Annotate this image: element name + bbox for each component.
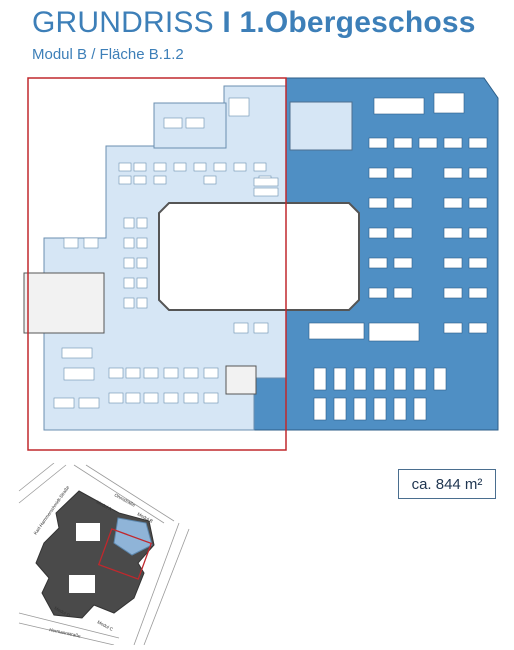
core-middle [225, 365, 257, 395]
module-label-c: Modul C [97, 619, 115, 632]
page-subtitle: Modul B / Fläche B.1.2 [32, 46, 184, 63]
inner-courtyard [158, 202, 360, 311]
site-courtyard-top [76, 523, 100, 541]
title-separator: I [222, 6, 231, 39]
site-courtyard-bottom [69, 575, 95, 593]
site-plan: Ohmstraße Karl-Hammerschmidt-Straße Herm… [18, 463, 190, 645]
area-size-box: ca. 844 m² [398, 469, 496, 499]
desk-pattern-light [53, 97, 279, 409]
core-top-dark [289, 101, 353, 151]
title-part2: 1.Obergeschoss [230, 6, 476, 39]
site-highlight-frame [97, 528, 153, 580]
title-part1: GRUNDRISS [32, 6, 223, 39]
page-title: GRUNDRISS I 1.Obergeschoss [32, 6, 476, 40]
floor-plan [23, 77, 499, 451]
street-label-hermann: Hermannstraße [49, 627, 82, 639]
desk-pattern-dark [308, 92, 488, 421]
highlight-frame [27, 77, 287, 451]
stair-core-left [23, 272, 105, 334]
